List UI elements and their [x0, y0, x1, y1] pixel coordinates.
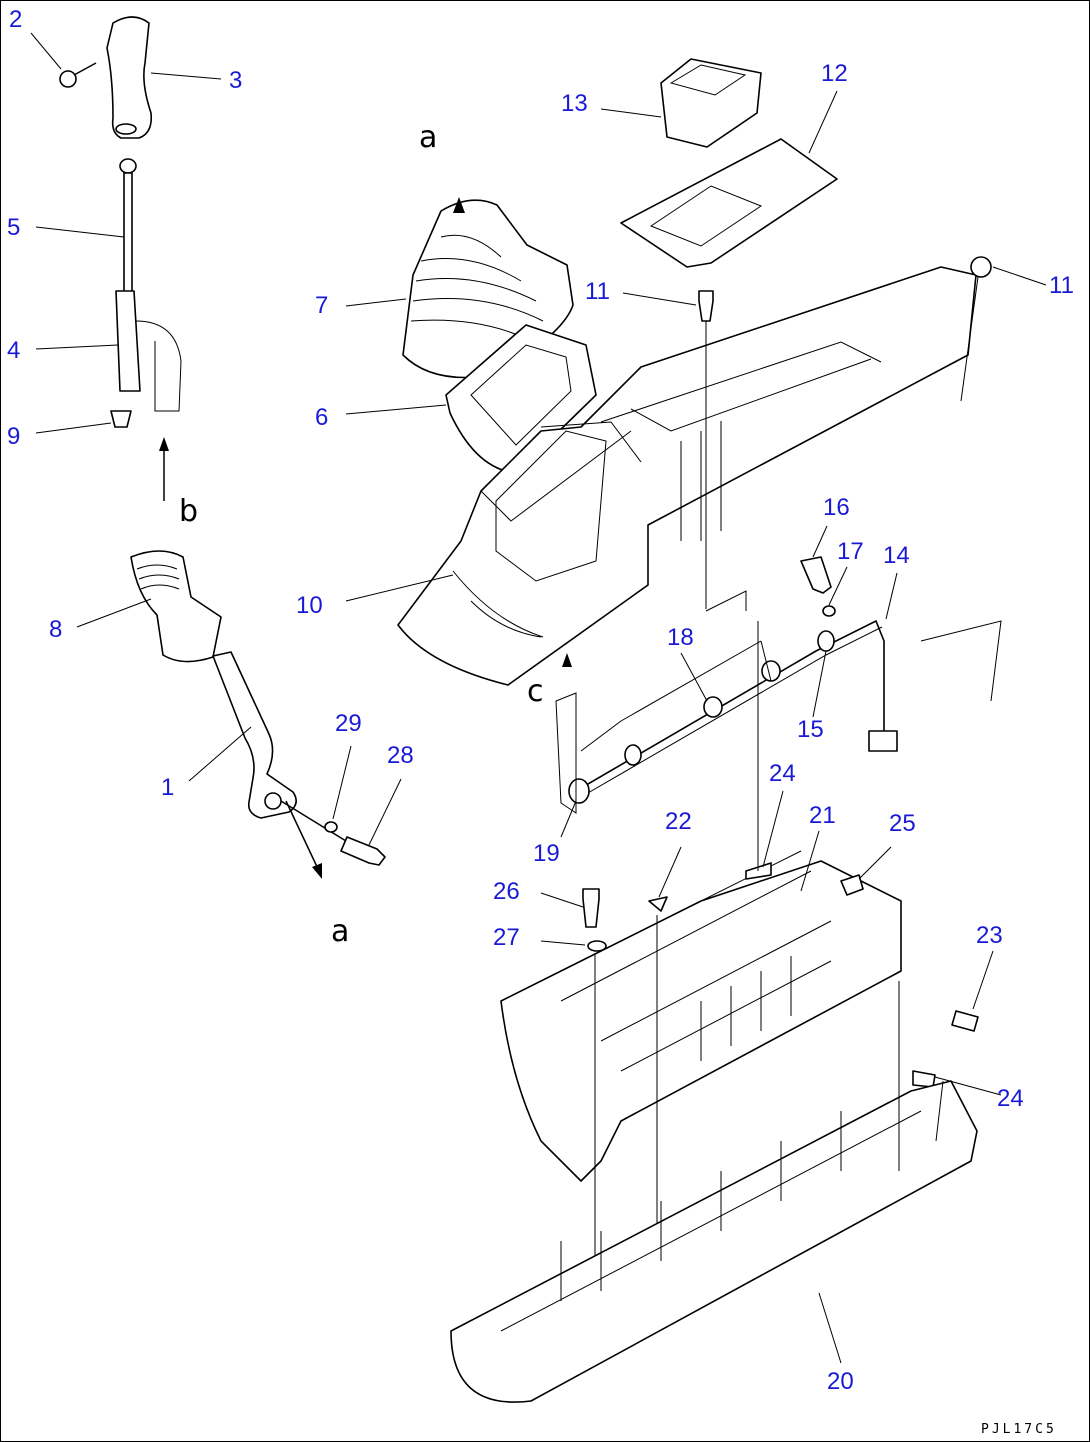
- part-screw: [970, 256, 992, 278]
- part-screw: [698, 290, 714, 322]
- callout-27: 27: [493, 924, 520, 951]
- part-knob: [106, 16, 153, 139]
- part-plug: [660, 58, 762, 148]
- drawing-code: PJL17C5: [981, 1422, 1057, 1437]
- callout-11a: 11: [585, 278, 610, 305]
- view-letters: a b c a: [179, 120, 544, 949]
- callout-12: 12: [821, 60, 848, 87]
- callout-7: 7: [315, 292, 328, 319]
- part-cable-switch: [115, 290, 141, 392]
- callout-24b: 24: [997, 1085, 1024, 1112]
- callout-14: 14: [883, 542, 910, 569]
- callout-11b: 11: [1049, 272, 1074, 299]
- part-bottom-tray: [450, 1080, 978, 1403]
- leader-lines: [30, 32, 1047, 1364]
- callout-25: 25: [889, 810, 916, 837]
- callout-10: 10: [296, 592, 323, 619]
- callout-21: 21: [809, 802, 836, 829]
- callout-26: 26: [493, 878, 520, 905]
- callout-24a: 24: [769, 760, 796, 787]
- part-cover-plate: [620, 138, 838, 268]
- view-letter-c: c: [527, 674, 544, 709]
- callout-1: 1: [161, 774, 174, 801]
- part-console-body: [397, 266, 977, 686]
- callout-5: 5: [7, 214, 20, 241]
- callout-3: 3: [229, 67, 242, 94]
- callout-18: 18: [667, 624, 694, 651]
- callout-28: 28: [387, 742, 414, 769]
- callout-8: 8: [49, 616, 62, 643]
- part-lever-boot: [130, 550, 222, 663]
- callout-20: 20: [827, 1368, 854, 1395]
- view-letter-b: b: [179, 494, 198, 529]
- part-screw: [59, 70, 77, 88]
- part-gasket: [445, 324, 597, 474]
- callout-29: 29: [335, 710, 362, 737]
- view-letter-a-bottom: a: [331, 914, 349, 949]
- part-lever: [212, 651, 297, 819]
- part-wire-harness: [575, 620, 885, 792]
- callout-22: 22: [665, 808, 692, 835]
- callout-13: 13: [561, 90, 588, 117]
- callout-16: 16: [823, 494, 850, 521]
- callout-9: 9: [7, 423, 20, 450]
- callout-19: 19: [533, 840, 560, 867]
- callout-2: 2: [9, 6, 22, 33]
- callout-4: 4: [7, 337, 20, 364]
- view-letter-a-top: a: [419, 120, 437, 155]
- callout-17: 17: [837, 538, 864, 565]
- callout-15: 15: [797, 716, 824, 743]
- callout-23: 23: [976, 922, 1003, 949]
- callout-6: 6: [315, 404, 328, 431]
- callout-numbers: 2 3 5 4 9 8 1 7 6 10 13 12 11 11 16 17 1…: [7, 6, 1074, 1395]
